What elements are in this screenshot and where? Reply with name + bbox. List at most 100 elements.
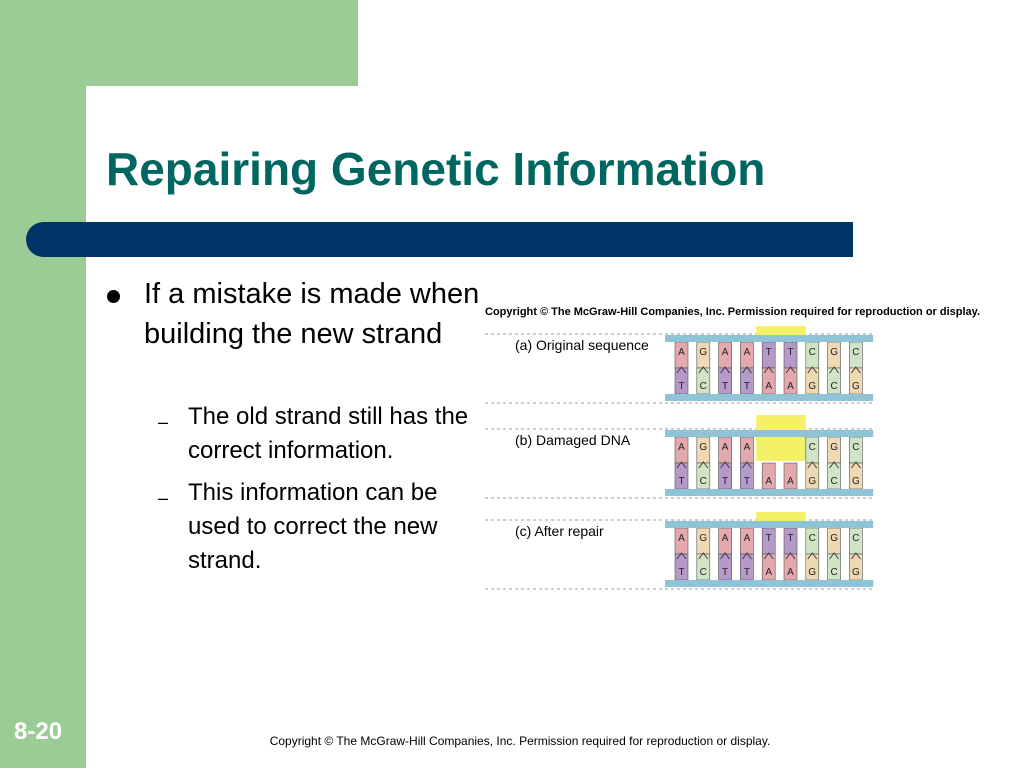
base-letter: T: [766, 347, 772, 358]
damage-highlight: [756, 415, 806, 461]
base-pair-bond: [807, 366, 818, 374]
base-pair-bond: [829, 461, 839, 469]
base-letter: C: [830, 476, 837, 487]
backbone-strand: [665, 580, 874, 587]
backbone-strand: [665, 489, 874, 496]
base-letter: C: [809, 347, 816, 358]
dna-repair-figure: Copyright © The McGraw-Hill Companies, I…: [485, 306, 980, 590]
slide-title: Repairing Genetic Information: [106, 143, 766, 195]
base-letter: G: [852, 381, 860, 392]
backbone-strand: [665, 394, 874, 401]
panel-label: (b) Damaged DNA: [515, 432, 631, 448]
base-letter: T: [744, 567, 750, 578]
base-letter: C: [852, 533, 859, 544]
base-letter: A: [744, 347, 751, 358]
base-letter: T: [744, 476, 750, 487]
base-letter: T: [678, 476, 684, 487]
base-pair-bond: [851, 552, 861, 560]
green-side-band: [0, 0, 86, 768]
panel-label-box: [511, 431, 663, 449]
panel-label: (c) After repair: [515, 523, 604, 539]
base-letter: A: [765, 381, 772, 392]
base-pair-bond: [785, 552, 796, 560]
base-letter: A: [787, 381, 794, 392]
base-pair-bond: [720, 461, 730, 469]
panel-label-box: [511, 522, 663, 540]
base-pair-bond: [698, 366, 709, 374]
base-pair-bond: [785, 366, 796, 374]
base-letter: C: [852, 347, 859, 358]
base-pair-bond: [829, 552, 839, 560]
base-letter: G: [808, 476, 816, 487]
base-pair-bond: [829, 366, 839, 374]
bullet-icon: [107, 290, 120, 303]
base-letter: T: [722, 567, 728, 578]
base-letter: A: [678, 442, 685, 453]
base-letter: A: [722, 347, 729, 358]
base-letter: T: [678, 381, 684, 392]
dash-icon: –: [158, 488, 169, 508]
content-panel: [86, 86, 1024, 768]
base-pair-bond: [720, 366, 730, 374]
base-letter: A: [722, 533, 729, 544]
backbone-strand: [665, 430, 874, 437]
base-letter: G: [699, 347, 707, 358]
base-letter: C: [852, 442, 859, 453]
base-pair-bond: [720, 552, 730, 560]
base-letter: C: [830, 381, 837, 392]
base-letter: T: [722, 381, 728, 392]
sequence-highlight: [756, 326, 806, 335]
base-pair-bond: [676, 366, 687, 374]
base-pair-bond: [763, 552, 774, 560]
base-letter: G: [852, 476, 860, 487]
base-pair-bond: [742, 366, 752, 374]
base-letter: C: [700, 476, 707, 487]
bullet-main: If a mistake is made when building the n…: [144, 278, 480, 350]
slide-number: 8-20: [14, 718, 63, 745]
figure-copyright: Copyright © The McGraw-Hill Companies, I…: [485, 306, 980, 318]
base-letter: G: [699, 442, 707, 453]
base-pair-bond: [698, 552, 709, 560]
base-letter: G: [830, 533, 838, 544]
base-letter: G: [808, 381, 816, 392]
base-letter: A: [722, 442, 729, 453]
base-letter: G: [699, 533, 707, 544]
green-top-band: [0, 0, 358, 86]
base-letter: T: [787, 533, 793, 544]
sequence-highlight: [756, 512, 806, 521]
base-pair-bond: [807, 461, 818, 469]
base-pair-bond: [851, 366, 861, 374]
base-pair-bond: [698, 461, 709, 469]
base-letter: C: [809, 533, 816, 544]
backbone-strand: [665, 335, 874, 342]
base-pair-bond: [763, 366, 774, 374]
bullet-sub-1: The old strand still has the correct inf…: [188, 403, 469, 464]
base-letter: C: [700, 567, 707, 578]
base-letter: A: [744, 533, 751, 544]
base-letter: A: [678, 533, 685, 544]
base-letter: A: [744, 442, 751, 453]
base-letter: A: [787, 567, 794, 578]
base-letter: G: [830, 442, 838, 453]
bullet-sub-2: This information can be used to correct …: [188, 479, 438, 574]
base-pair-bond: [676, 552, 687, 560]
base-pair-bond: [742, 461, 752, 469]
backbone-strand: [665, 521, 874, 528]
base-letter: C: [809, 442, 816, 453]
base-letter: T: [787, 347, 793, 358]
base-letter: C: [700, 381, 707, 392]
title-underline-bar: [26, 222, 853, 257]
base-letter: A: [765, 476, 772, 487]
base-letter: G: [808, 567, 816, 578]
base-letter: G: [852, 567, 860, 578]
base-pair-bond: [807, 552, 818, 560]
dash-icon: –: [158, 412, 169, 432]
base-pair-bond: [851, 461, 861, 469]
base-letter: G: [830, 347, 838, 358]
panel-label-box: [511, 336, 663, 354]
base-letter: T: [678, 567, 684, 578]
base-pair-bond: [676, 461, 687, 469]
